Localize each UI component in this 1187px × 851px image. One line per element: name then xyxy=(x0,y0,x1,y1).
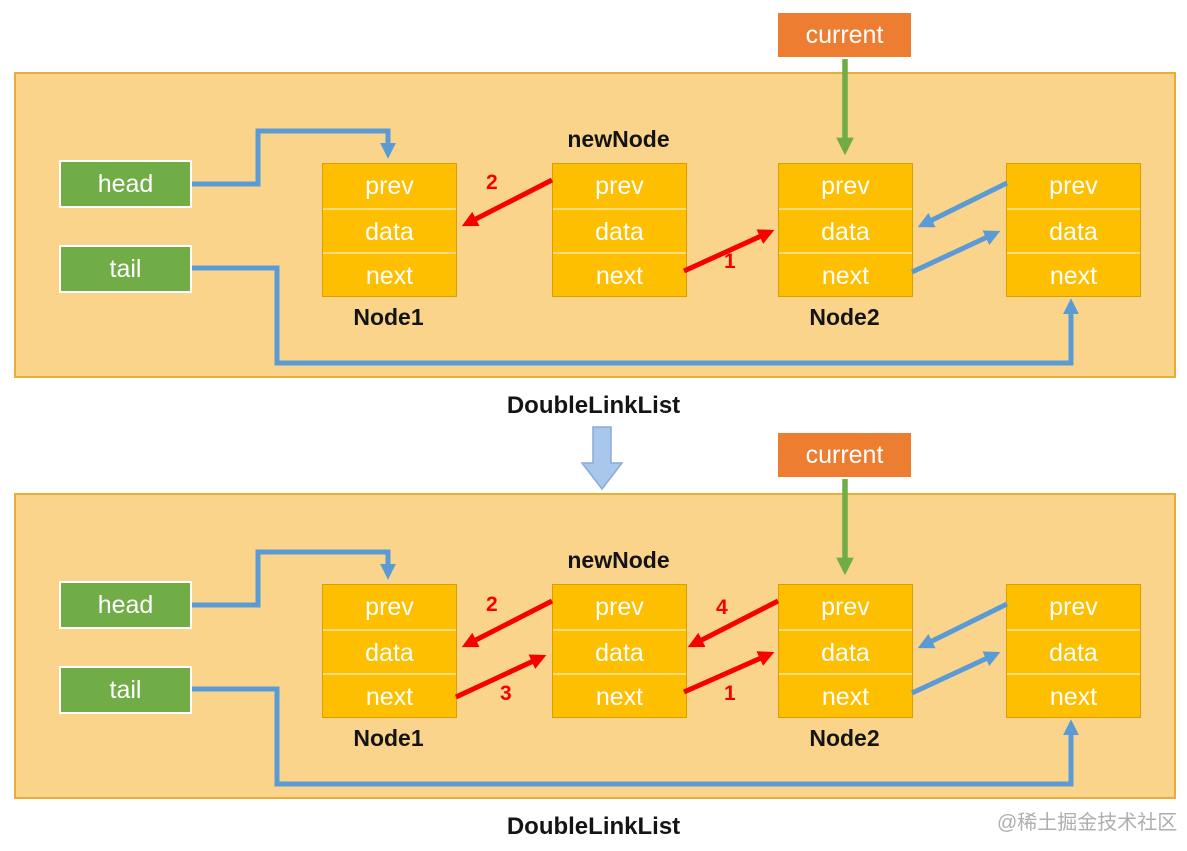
node1-title-bottom: Node1 xyxy=(353,725,424,751)
current-pointer-box-top: current xyxy=(778,13,911,57)
watermark: @稀土掘金技术社区 xyxy=(997,812,1178,834)
tail-pointer-box-top: tail xyxy=(59,245,192,293)
node3-data-cell: data xyxy=(1007,208,1140,252)
node2-title-bottom: Node2 xyxy=(809,725,880,751)
node2-data-cell: data xyxy=(779,629,912,673)
node1-data-cell: data xyxy=(323,629,456,673)
head-pointer-box-top: head xyxy=(59,160,192,208)
newnode-data-cell: data xyxy=(553,629,686,673)
head-label: head xyxy=(97,590,154,619)
current-label: current xyxy=(805,20,884,49)
node3-box-top: prev data next xyxy=(1006,163,1141,297)
newnode-box-bottom: prev data next xyxy=(552,584,687,718)
node3-prev-cell: prev xyxy=(1007,585,1140,629)
node3-next-cell: next xyxy=(1007,252,1140,296)
newnode-title-top: newNode xyxy=(567,126,670,152)
node2-box-bottom: prev data next xyxy=(778,584,913,718)
caption-bottom: DoubleLinkList xyxy=(506,813,681,840)
node1-title-top: Node1 xyxy=(353,304,424,330)
node3-prev-cell: prev xyxy=(1007,164,1140,208)
node2-box-top: prev data next xyxy=(778,163,913,297)
newnode-box-top: prev data next xyxy=(552,163,687,297)
node1-prev-cell: prev xyxy=(323,164,456,208)
node2-data-cell: data xyxy=(779,208,912,252)
node1-prev-cell: prev xyxy=(323,585,456,629)
node2-next-cell: next xyxy=(779,252,912,296)
step-1-label-bottom: 1 xyxy=(724,682,736,705)
tail-label: tail xyxy=(109,254,142,283)
node3-next-cell: next xyxy=(1007,673,1140,717)
step-2-label-top: 2 xyxy=(486,171,498,194)
node3-box-bottom: prev data next xyxy=(1006,584,1141,718)
newnode-title-bottom: newNode xyxy=(567,547,670,573)
caption-top: DoubleLinkList xyxy=(506,392,681,419)
newnode-next-cell: next xyxy=(553,673,686,717)
node2-prev-cell: prev xyxy=(779,585,912,629)
newnode-prev-cell: prev xyxy=(553,585,686,629)
node1-box-bottom: prev data next xyxy=(322,584,457,718)
step-1-label-top: 1 xyxy=(724,250,736,273)
step-4-label-bottom: 4 xyxy=(716,596,728,619)
node1-next-cell: next xyxy=(323,673,456,717)
current-pointer-box-bottom: current xyxy=(778,433,911,477)
newnode-data-cell: data xyxy=(553,208,686,252)
tail-pointer-box-bottom: tail xyxy=(59,666,192,714)
node1-next-cell: next xyxy=(323,252,456,296)
newnode-next-cell: next xyxy=(553,252,686,296)
head-pointer-box-bottom: head xyxy=(59,581,192,629)
head-label: head xyxy=(97,169,154,198)
transition-down-arrow xyxy=(580,426,624,491)
node2-prev-cell: prev xyxy=(779,164,912,208)
step-2-label-bottom: 2 xyxy=(486,593,498,616)
node1-data-cell: data xyxy=(323,208,456,252)
step-3-label-bottom: 3 xyxy=(500,682,512,705)
node2-next-cell: next xyxy=(779,673,912,717)
node1-box-top: prev data next xyxy=(322,163,457,297)
tail-label: tail xyxy=(109,675,142,704)
node3-data-cell: data xyxy=(1007,629,1140,673)
node2-title-top: Node2 xyxy=(809,304,880,330)
current-label: current xyxy=(805,440,884,469)
newnode-prev-cell: prev xyxy=(553,164,686,208)
